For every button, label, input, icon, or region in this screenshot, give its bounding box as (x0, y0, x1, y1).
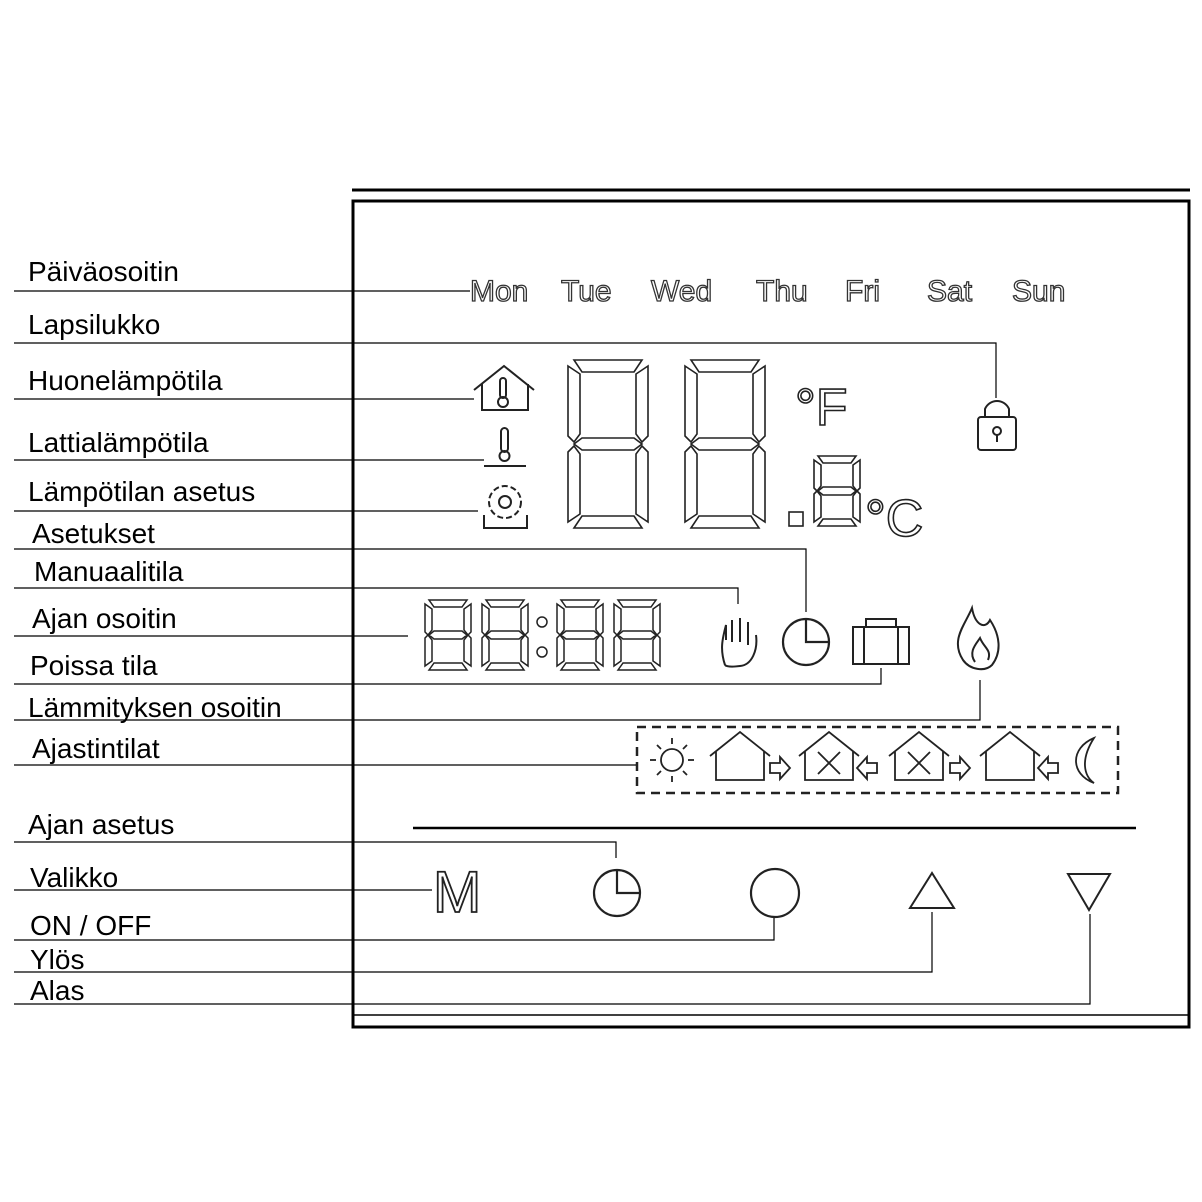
day-mon: Mon (470, 275, 528, 308)
leader-lines (14, 290, 1091, 1005)
leader-settings (14, 548, 807, 612)
leave-home-icon (709, 730, 792, 782)
label-menu: Valikko (30, 862, 119, 893)
label-away-mode: Poissa tila (30, 650, 158, 681)
manual-mode-icon (721, 618, 758, 668)
day-sun: Sun (1012, 275, 1065, 308)
floor-temperature-icon (484, 427, 526, 467)
clock-digits (424, 599, 661, 671)
label-time-indicator: Ajan osoitin (32, 603, 177, 634)
label-time-setting: Ajan asetus (28, 809, 175, 840)
unit-fahrenheit: °F (795, 379, 848, 437)
return-lunch-icon (798, 730, 878, 782)
leader-child-lock (14, 342, 997, 398)
clock-colon-bottom (536, 646, 548, 658)
label-on-off: ON / OFF (30, 910, 152, 941)
day-tue: Tue (561, 275, 612, 308)
temperature-setting-icon (483, 485, 528, 529)
label-room-temperature: Huonelämpötila (28, 365, 223, 396)
child-lock-icon (977, 400, 1017, 451)
time-setting-button[interactable] (592, 868, 642, 918)
label-heating-indicator: Lämmityksen osoitin (28, 692, 282, 723)
label-floor-temperature: Lattialämpötila (28, 427, 209, 458)
label-child-lock: Lapsilukko (28, 309, 161, 340)
clock-digit-4 (613, 599, 661, 671)
temperature-digits (567, 359, 861, 529)
label-day-indicator: Päiväosoitin (28, 256, 179, 287)
return-home-icon (979, 730, 1059, 782)
down-button[interactable] (1066, 873, 1112, 912)
leader-time-setting (14, 841, 617, 858)
device-frame (351, 188, 1191, 1029)
room-temperature-icon (473, 364, 535, 411)
day-thu: Thu (756, 275, 808, 308)
label-up: Ylös (30, 944, 85, 975)
program-clock-icon (781, 617, 831, 667)
leader-on-off (14, 918, 775, 941)
temp-digit-1 (567, 359, 649, 529)
day-sat: Sat (927, 275, 973, 308)
label-settings: Asetukset (32, 518, 155, 549)
label-timer-modes: Ajastintilat (32, 733, 160, 764)
clock-digit-2 (481, 599, 529, 671)
decimal-point (788, 511, 804, 527)
clock-digit-3 (556, 599, 604, 671)
day-fri: Fri (845, 275, 880, 308)
label-manual-mode: Manuaalitila (34, 556, 184, 587)
day-wed: Wed (651, 275, 712, 308)
sleep-moon-icon (1075, 736, 1097, 784)
leader-away-mode (14, 668, 882, 685)
away-mode-icon (852, 618, 910, 665)
clock-digit-1 (424, 599, 472, 671)
leader-manual-mode (14, 587, 739, 604)
unit-celsius: °C (865, 490, 923, 548)
label-down: Alas (30, 975, 85, 1006)
power-button[interactable] (749, 867, 801, 919)
leave-lunch-icon (888, 730, 972, 782)
heating-flame-icon (956, 604, 1000, 671)
timer-modes-strip (635, 725, 1120, 795)
wake-sun-icon (650, 738, 694, 782)
leader-heating-indicator (14, 680, 981, 721)
up-button[interactable] (908, 871, 956, 909)
clock-colon-top (536, 616, 548, 628)
leader-down (14, 914, 1091, 1005)
weekday-row: Mon Tue Wed Thu Fri Sat Sun (469, 274, 1066, 308)
leader-up (14, 912, 933, 973)
label-temperature-setting: Lämpötilan asetus (28, 476, 256, 507)
temp-digit-2 (684, 359, 766, 529)
menu-button[interactable]: M (432, 859, 482, 926)
temp-digit-decimal (813, 455, 861, 527)
